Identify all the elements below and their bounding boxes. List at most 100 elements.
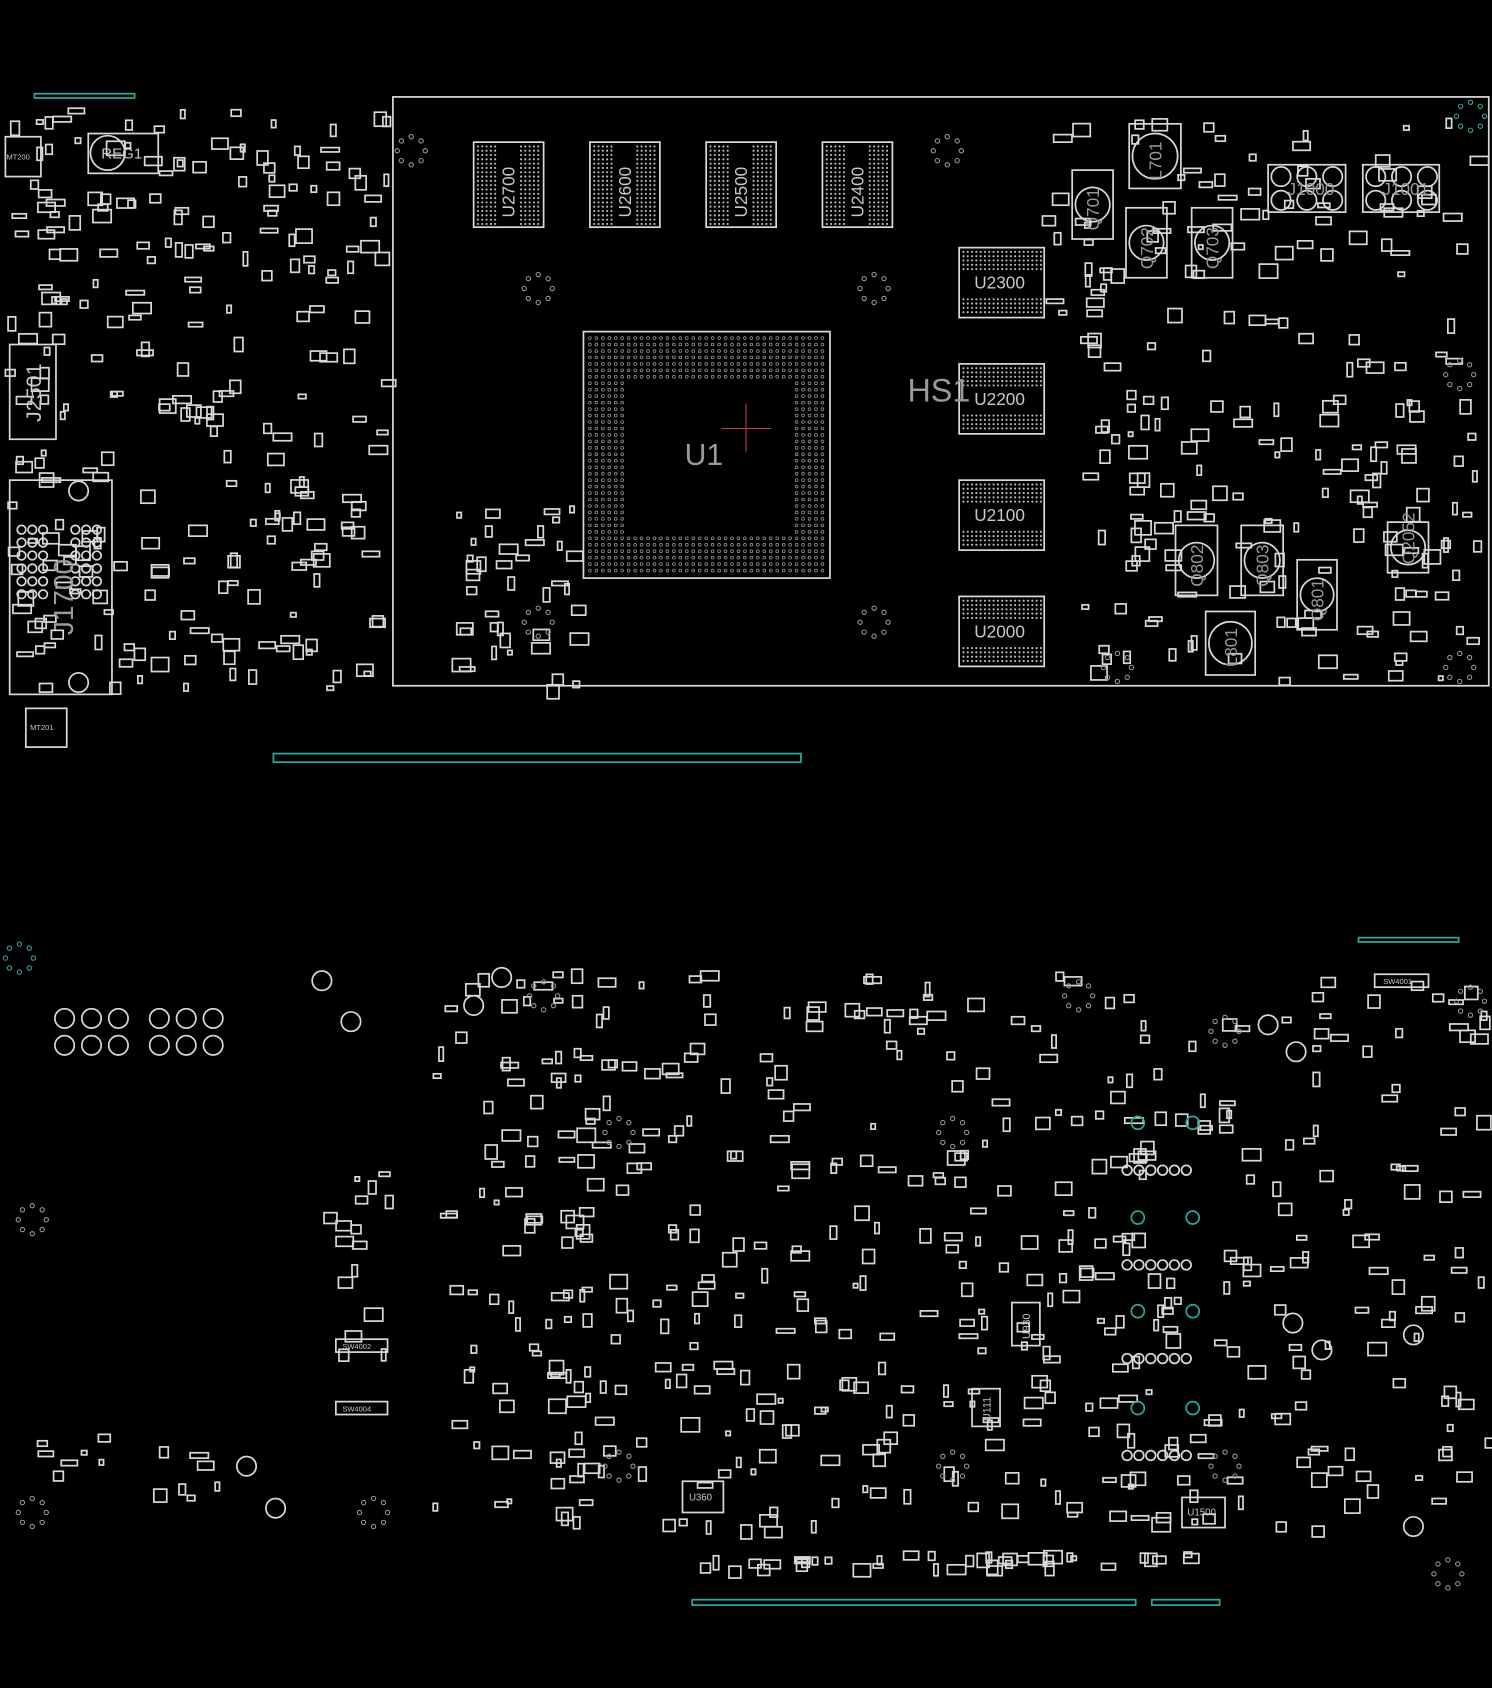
smd-pad xyxy=(814,1317,827,1325)
part-l701[interactable]: L701 xyxy=(1128,122,1182,190)
part-q703[interactable]: Q703 xyxy=(1190,206,1234,279)
smd-pad xyxy=(595,1013,603,1029)
smd-pad xyxy=(1454,1247,1464,1259)
smd-pad xyxy=(563,582,570,596)
smd-pad xyxy=(965,1554,975,1568)
smd-pad xyxy=(785,1424,800,1437)
smd-pad xyxy=(1440,1127,1458,1136)
board-bottom-view[interactable]: SW4001 SW4002 SW4004 U360 U111 U930 U150… xyxy=(54,936,1460,1606)
smd-pad xyxy=(1162,1325,1179,1334)
smd-pad xyxy=(1367,994,1381,1009)
smd-pad xyxy=(946,1150,966,1166)
smd-pad xyxy=(491,1160,505,1168)
via xyxy=(930,148,936,154)
smd-pad xyxy=(1381,238,1393,252)
smd-pad xyxy=(745,1408,756,1422)
smd-pad xyxy=(289,611,297,618)
memory-chip-u2200[interactable]: U2200 xyxy=(958,363,1046,435)
memory-chip-u2000[interactable]: U2000 xyxy=(958,595,1046,668)
smd-pad xyxy=(1367,1341,1388,1357)
smd-pad xyxy=(986,1565,1004,1577)
smd-pad xyxy=(859,1275,867,1291)
smd-pad xyxy=(337,1276,354,1289)
smd-pad xyxy=(1462,511,1473,518)
smd-pad xyxy=(702,994,712,1008)
part-q2052[interactable]: Q2052 xyxy=(1386,512,1430,574)
smd-pad xyxy=(1051,192,1070,207)
regulator-reg1[interactable]: REG1 xyxy=(87,132,160,175)
switch-sw4002[interactable]: SW4002 xyxy=(335,1338,389,1353)
via xyxy=(1222,1014,1228,1021)
memory-chip-u2500[interactable]: U2500 xyxy=(705,141,778,229)
smd-pad xyxy=(1153,521,1175,535)
smd-pad xyxy=(1366,630,1379,638)
smd-pad xyxy=(233,336,244,353)
smd-pad xyxy=(1031,1333,1045,1340)
ic-u930[interactable]: U930 xyxy=(1011,1301,1041,1347)
svg-text:U2700: U2700 xyxy=(499,167,519,218)
smd-pad xyxy=(1476,1114,1492,1131)
connector-j2501[interactable]: J2501 xyxy=(8,343,57,441)
ic-u1500[interactable]: U1500 xyxy=(1181,1496,1226,1529)
smd-pad xyxy=(557,1130,576,1139)
smd-pad xyxy=(873,1221,881,1235)
smd-pad xyxy=(853,1381,869,1394)
smd-pad xyxy=(1127,1483,1134,1490)
part-q702[interactable]: Q702 xyxy=(1125,206,1168,279)
smd-pad xyxy=(313,573,321,588)
smd-pad xyxy=(1226,1346,1241,1358)
smd-pad xyxy=(34,457,45,469)
smd-pad xyxy=(573,1380,584,1394)
smd-pad xyxy=(1042,1345,1051,1361)
gpu-u1[interactable]: U1 xyxy=(582,330,831,579)
smd-pad xyxy=(298,476,305,488)
svg-text:U360: U360 xyxy=(689,1493,712,1504)
smd-pad xyxy=(579,1054,594,1062)
mount-hole-mt201[interactable]: MT201 xyxy=(24,707,68,748)
smd-pad xyxy=(763,1525,783,1539)
part-j1001[interactable]: J1001 xyxy=(1361,163,1441,213)
smd-pad xyxy=(136,241,150,250)
ic-u111[interactable]: U111 xyxy=(971,1387,1001,1428)
memory-chip-u2700[interactable]: U2700 xyxy=(472,141,545,229)
smd-pad xyxy=(1443,537,1450,553)
smd-pad xyxy=(36,1439,49,1448)
smd-pad xyxy=(1153,1318,1160,1332)
smd-pad xyxy=(570,604,587,617)
smd-pad xyxy=(1087,344,1102,358)
smd-pad xyxy=(369,617,386,629)
part-l801[interactable]: L801 xyxy=(1204,610,1257,676)
smd-pad xyxy=(1066,1552,1074,1563)
memory-chip-u2100[interactable]: U2100 xyxy=(958,479,1046,551)
smd-pad xyxy=(187,524,208,537)
mount-hole-mt200[interactable]: MT200 xyxy=(4,135,42,178)
part-j1000[interactable]: J1000 xyxy=(1267,163,1347,213)
part-q803[interactable]: Q803 xyxy=(1240,524,1285,597)
switch-sw4004[interactable]: SW4004 xyxy=(335,1400,389,1416)
smd-pad xyxy=(341,526,356,537)
memory-chip-u2400[interactable]: U2400 xyxy=(821,141,894,229)
smd-pad xyxy=(550,1477,566,1490)
memory-chip-u2300[interactable]: U2300 xyxy=(958,246,1046,319)
connector-j1700[interactable]: J1700 xyxy=(8,479,113,696)
smd-pad xyxy=(360,239,381,254)
smd-pad xyxy=(50,629,65,640)
switch-sw4001[interactable]: SW4001 xyxy=(1373,973,1430,989)
ic-u360[interactable]: U360 xyxy=(681,1480,725,1514)
smd-pad xyxy=(57,543,77,557)
via xyxy=(549,285,555,292)
memory-chip-u2600[interactable]: U2600 xyxy=(589,141,661,229)
smd-pad xyxy=(699,1562,712,1574)
smd-pad xyxy=(274,509,281,522)
via xyxy=(521,619,527,625)
part-q701[interactable]: Q701 xyxy=(1071,169,1114,240)
part-q801[interactable]: Q801 xyxy=(1296,558,1338,631)
smd-pad xyxy=(530,1094,544,1110)
via xyxy=(1477,988,1484,994)
smd-pad xyxy=(791,1245,802,1254)
smd-pad xyxy=(568,1448,586,1458)
smd-pad xyxy=(883,1018,891,1034)
part-q802[interactable]: Q802 xyxy=(1174,524,1219,597)
